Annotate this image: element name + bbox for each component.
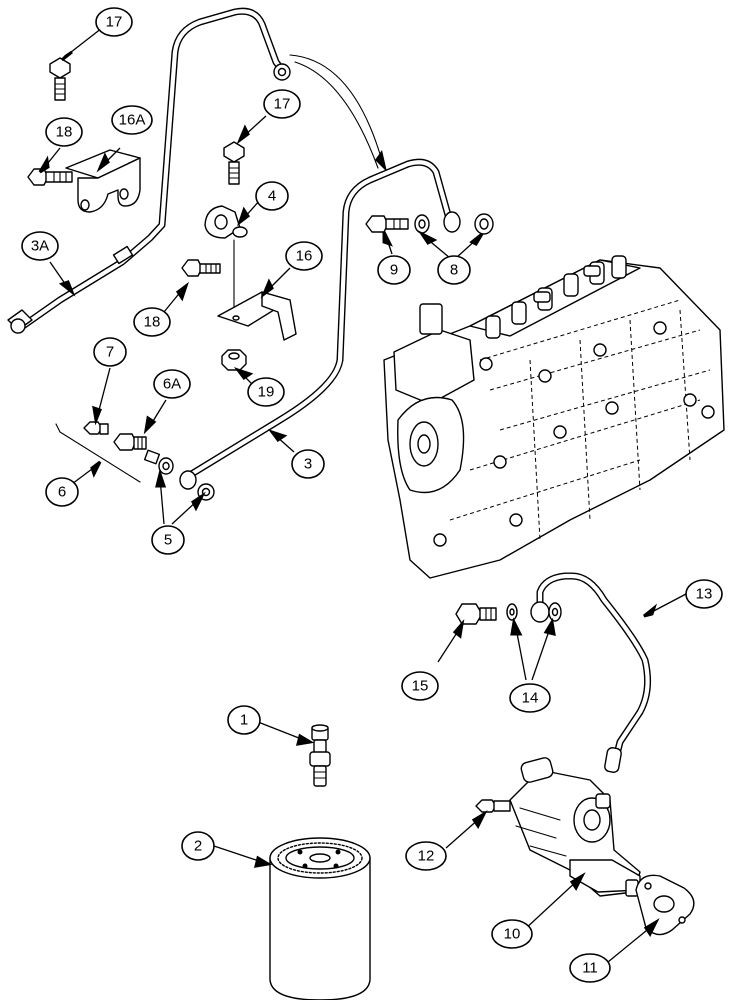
svg-text:4: 4	[268, 188, 276, 205]
sealing-washer-8-icon	[414, 213, 494, 235]
svg-text:2: 2	[194, 838, 202, 855]
bolt-12-icon	[475, 799, 511, 813]
bleed-screw-7-icon	[83, 421, 109, 435]
callout-16a: 16A	[111, 105, 153, 135]
svg-text:5: 5	[164, 532, 172, 549]
banjo-bolt-6a-icon	[113, 433, 161, 465]
fuel-line-13-icon	[530, 572, 652, 773]
clamp-4-icon	[204, 205, 248, 319]
svg-text:11: 11	[582, 960, 598, 977]
callout-16: 16	[285, 241, 323, 271]
callout-12: 12	[405, 841, 447, 871]
svg-text:10: 10	[504, 926, 521, 943]
fuel-line-3-icon	[179, 158, 461, 490]
callout-2: 2	[181, 831, 215, 861]
svg-text:6A: 6A	[163, 376, 181, 393]
svg-text:3A: 3A	[31, 238, 49, 255]
callout-6a: 6A	[153, 369, 191, 399]
callout-6: 6	[45, 477, 79, 507]
svg-text:7: 7	[106, 344, 114, 361]
callout-7: 7	[93, 337, 127, 367]
fuel-filter-icon	[269, 837, 371, 1000]
svg-text:14: 14	[522, 690, 539, 707]
callout-3a: 3A	[21, 231, 59, 261]
svg-text:8: 8	[450, 262, 458, 279]
svg-text:16A: 16A	[119, 112, 146, 129]
svg-text:3: 3	[304, 456, 312, 473]
svg-text:9: 9	[390, 262, 398, 279]
bracket-6-line	[55, 423, 141, 483]
svg-text:17: 17	[274, 96, 291, 113]
bracket-16-icon	[217, 291, 297, 341]
callout-9: 9	[377, 255, 411, 285]
callout-10: 10	[491, 919, 533, 949]
bolt-17-middle-icon	[223, 141, 245, 185]
callout-18-middle: 18	[133, 307, 171, 337]
banjo-bolt-9-icon	[365, 215, 409, 233]
svg-text:6: 6	[58, 484, 66, 501]
bolt-17-icon	[49, 57, 71, 101]
svg-text:15: 15	[412, 678, 429, 695]
svg-text:1: 1	[240, 712, 248, 729]
callout-17-top: 17	[95, 7, 133, 37]
transfer-pump-icon	[509, 757, 641, 897]
svg-text:19: 19	[258, 384, 275, 401]
callout-17-middle: 17	[263, 89, 301, 119]
callout-11: 11	[569, 953, 611, 983]
svg-text:16: 16	[296, 248, 313, 265]
callout-8: 8	[437, 255, 471, 285]
fitting-1-icon	[309, 724, 331, 787]
callout-14: 14	[509, 683, 551, 713]
callout-4: 4	[255, 181, 289, 211]
callout-5: 5	[151, 525, 185, 555]
pump-outlets	[485, 255, 627, 339]
injection-pump-icon	[383, 255, 725, 579]
svg-text:13: 13	[696, 586, 713, 603]
bolt-18-middle-icon	[181, 259, 221, 277]
bolt-18-icon	[27, 168, 73, 186]
callout-18-top: 18	[45, 117, 83, 147]
callout-3: 3	[291, 449, 325, 479]
connection-arrow	[289, 54, 387, 172]
leader-lines	[38, 27, 687, 963]
callout-13: 13	[685, 579, 723, 609]
gasket-11-icon	[635, 874, 695, 936]
svg-text:17: 17	[106, 14, 123, 31]
svg-text:12: 12	[418, 848, 435, 865]
nut-19-icon	[221, 349, 247, 371]
sealing-washer-14-icon	[506, 602, 562, 622]
svg-text:18: 18	[56, 124, 73, 141]
fuel-line-3a-icon	[7, 7, 291, 334]
callout-1: 1	[227, 705, 261, 735]
callout-19: 19	[247, 377, 285, 407]
callout-15: 15	[401, 671, 439, 701]
svg-text:18: 18	[144, 314, 161, 331]
banjo-bolt-15-icon	[455, 603, 497, 625]
